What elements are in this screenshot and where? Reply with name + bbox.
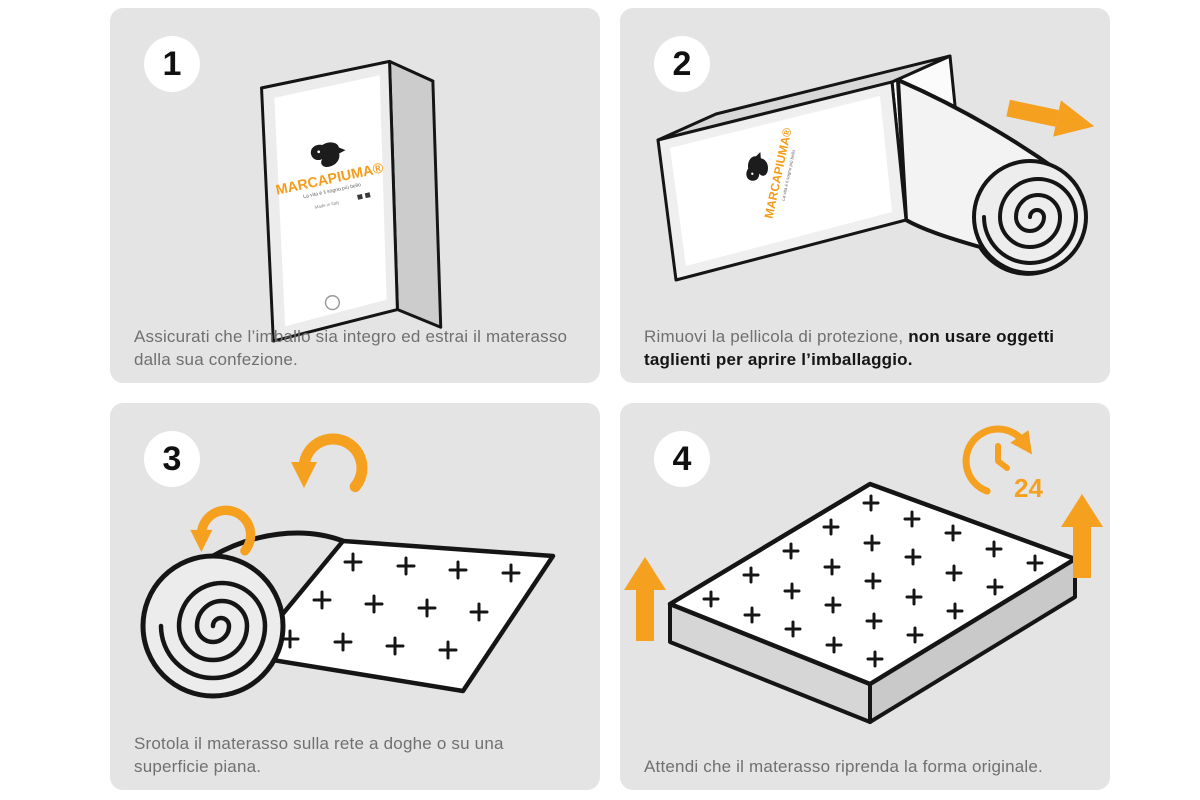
step-caption: Attendi che il materasso riprenda la for… — [644, 755, 1043, 778]
step-caption: Assicurati che l’imballo sia integro ed … — [134, 325, 579, 371]
step-caption: Srotola il materasso sulla rete a doghe … — [134, 732, 579, 778]
unrolling-mattress-illustration — [140, 413, 556, 699]
upright-box-illustration: MARCAPIUMA® La vita è il sogno più bello… — [260, 59, 443, 343]
roll-spiral-icon — [982, 177, 1079, 265]
step-number: 1 — [162, 44, 182, 83]
label-icon — [364, 192, 371, 199]
label-icon — [357, 193, 363, 200]
step-number-badge: 3 — [144, 431, 200, 487]
recycle-mark-icon — [324, 295, 341, 311]
step-panel-3: 3 Srotola il materasso sulla rete a dogh… — [110, 403, 600, 790]
step-number-badge: 2 — [654, 36, 710, 92]
roll-spiral-icon — [158, 580, 268, 681]
step-number: 3 — [162, 439, 182, 478]
caption-text: Rimuovi la pellicola di protezione, — [644, 326, 909, 346]
sheet-over-roll-edge — [210, 530, 346, 559]
step-panel-2: 2 MARCAPIUMA® La vita è il sogno più bel… — [620, 8, 1110, 383]
brand-info-text: Made in Italy — [314, 200, 340, 210]
expanded-mattress-illustration: 24 — [624, 425, 1103, 724]
expand-up-arrow-icon — [624, 557, 666, 641]
step-number: 2 — [672, 44, 692, 83]
quilting-marks — [280, 552, 521, 660]
expand-up-arrow-icon — [1061, 494, 1103, 578]
box-with-roll-illustration: MARCAPIUMA® La vita è il sogno più bello — [656, 54, 1095, 282]
box-front-label — [670, 96, 892, 266]
hours-label: 24 — [1014, 473, 1043, 503]
quilting-marks — [702, 494, 1044, 668]
step-panel-1: 1 MARCAPIUMA® La vita è il sogno più bel… — [110, 8, 600, 383]
caption-text: Srotola il materasso sulla rete a doghe … — [134, 733, 504, 776]
caption-text: Attendi che il materasso riprenda la for… — [644, 756, 1043, 776]
step-number-badge: 1 — [144, 36, 200, 92]
step-panel-4: 4 24 Att — [620, 403, 1110, 790]
step-number-badge: 4 — [654, 431, 710, 487]
box-front-label — [274, 75, 387, 327]
pull-out-arrow-icon — [1006, 99, 1095, 137]
step-caption: Rimuovi la pellicola di protezione, non … — [644, 325, 1089, 371]
caption-bold-text: non usare oggetti taglienti per aprire l… — [644, 326, 1055, 369]
caption-text: Assicurati che l’imballo sia integro ed … — [134, 326, 568, 369]
unrolled-sheet — [245, 538, 556, 694]
clock-24h-icon: 24 — [962, 425, 1043, 503]
step-number: 4 — [672, 439, 692, 478]
